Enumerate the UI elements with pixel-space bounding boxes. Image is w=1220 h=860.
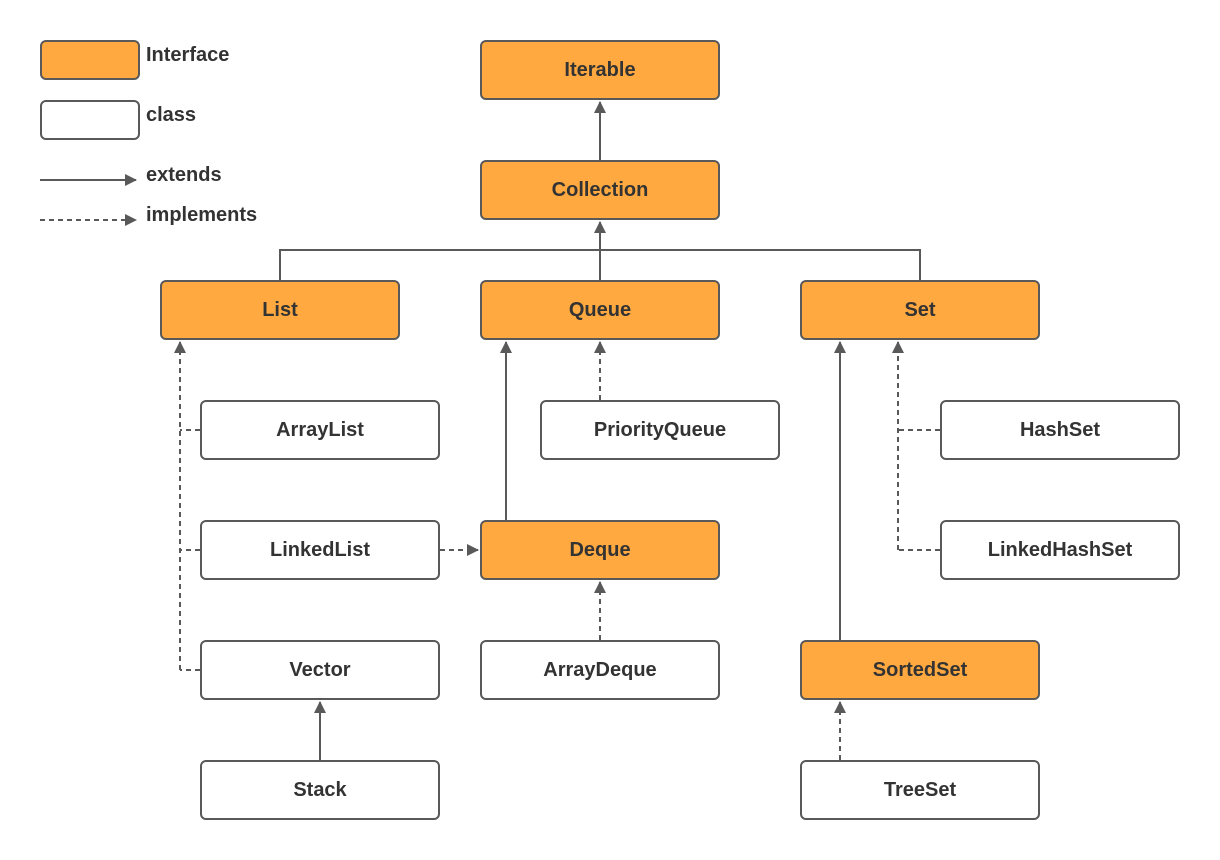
node-iterable: Iterable — [480, 40, 720, 100]
node-hashset: HashSet — [940, 400, 1180, 460]
node-linkedhashset: LinkedHashSet — [940, 520, 1180, 580]
node-treeset: TreeSet — [800, 760, 1040, 820]
node-priorityqueue: PriorityQueue — [540, 400, 780, 460]
node-arraylist: ArrayList — [200, 400, 440, 460]
node-collection: Collection — [480, 160, 720, 220]
node-stack: Stack — [200, 760, 440, 820]
legend-implements-label: implements — [146, 204, 258, 226]
edge-set-extends-collection — [600, 249, 921, 280]
legend-interface-swatch — [40, 40, 140, 80]
legend-interface-label: Interface — [146, 44, 230, 66]
node-deque: Deque — [480, 520, 720, 580]
legend-extends-label: extends — [146, 164, 222, 186]
node-vector: Vector — [200, 640, 440, 700]
node-arraydeque: ArrayDeque — [480, 640, 720, 700]
node-queue: Queue — [480, 280, 720, 340]
edge-list-extends-collection — [279, 249, 600, 280]
node-sortedset: SortedSet — [800, 640, 1040, 700]
node-list: List — [160, 280, 400, 340]
node-linkedlist: LinkedList — [200, 520, 440, 580]
legend-class-label: class — [146, 104, 197, 126]
legend-class-swatch — [40, 100, 140, 140]
node-set: Set — [800, 280, 1040, 340]
